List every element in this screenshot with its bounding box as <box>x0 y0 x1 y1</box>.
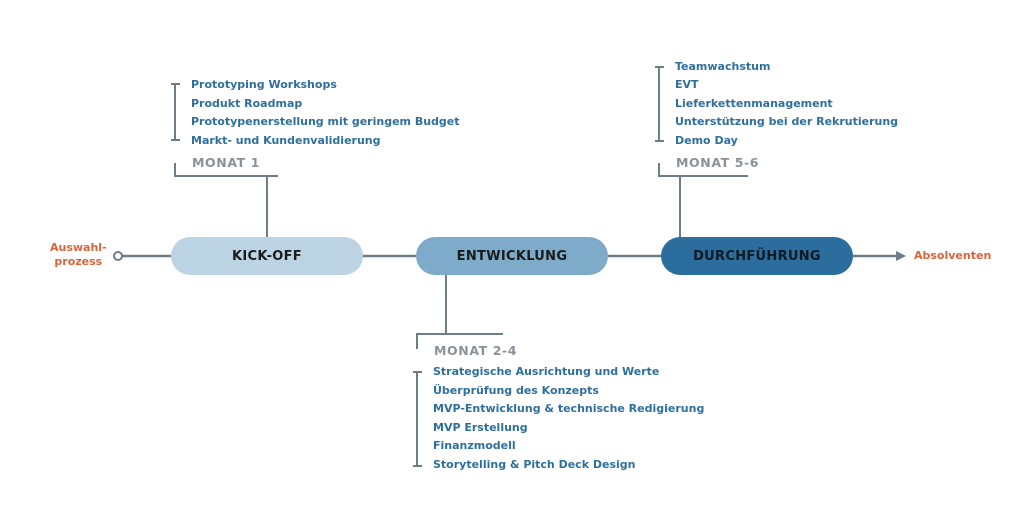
arrow-head-icon <box>896 251 906 261</box>
entwicklung-item: MVP-Entwicklung & technische Redigierung <box>433 402 705 415</box>
entwicklung-item: MVP Erstellung <box>433 421 528 434</box>
kickoff-item: Produkt Roadmap <box>191 97 303 110</box>
durchfuehrung-item: Unterstützung bei der Rekrutierung <box>675 115 899 128</box>
kickoff-item: Markt- und Kundenvalidierung <box>191 134 381 147</box>
durchfuehrung-item: Teamwachstum <box>675 60 771 73</box>
entwicklung-month: MONAT 2-4 <box>434 343 518 358</box>
end-label: Absolventen <box>914 249 992 262</box>
start-label-line1: Auswahl- <box>50 241 107 254</box>
kickoff-item: Prototypenerstellung mit geringem Budget <box>191 115 460 128</box>
kickoff-month: MONAT 1 <box>192 155 261 170</box>
phase-durchfuehrung: DURCHFÜHRUNG <box>661 237 853 275</box>
entwicklung-item: Finanzmodell <box>433 439 516 452</box>
durchfuehrung-item: Lieferkettenmanagement <box>675 97 833 110</box>
phase-entwicklung: ENTWICKLUNG <box>416 237 608 275</box>
phase-kickoff: KICK-OFF <box>171 237 363 275</box>
start-node-circle <box>113 251 123 261</box>
entwicklung-item: Strategische Ausrichtung und Werte <box>433 365 660 378</box>
start-label: Auswahl- prozess <box>50 241 107 269</box>
kickoff-item: Prototyping Workshops <box>191 78 337 91</box>
durchfuehrung-month: MONAT 5-6 <box>676 155 760 170</box>
entwicklung-item: Überprüfung des Konzepts <box>433 384 599 397</box>
durchfuehrung-item: EVT <box>675 78 699 91</box>
durchfuehrung-item: Demo Day <box>675 134 738 147</box>
start-label-line2: prozess <box>54 255 103 268</box>
entwicklung-item: Storytelling & Pitch Deck Design <box>433 458 636 471</box>
